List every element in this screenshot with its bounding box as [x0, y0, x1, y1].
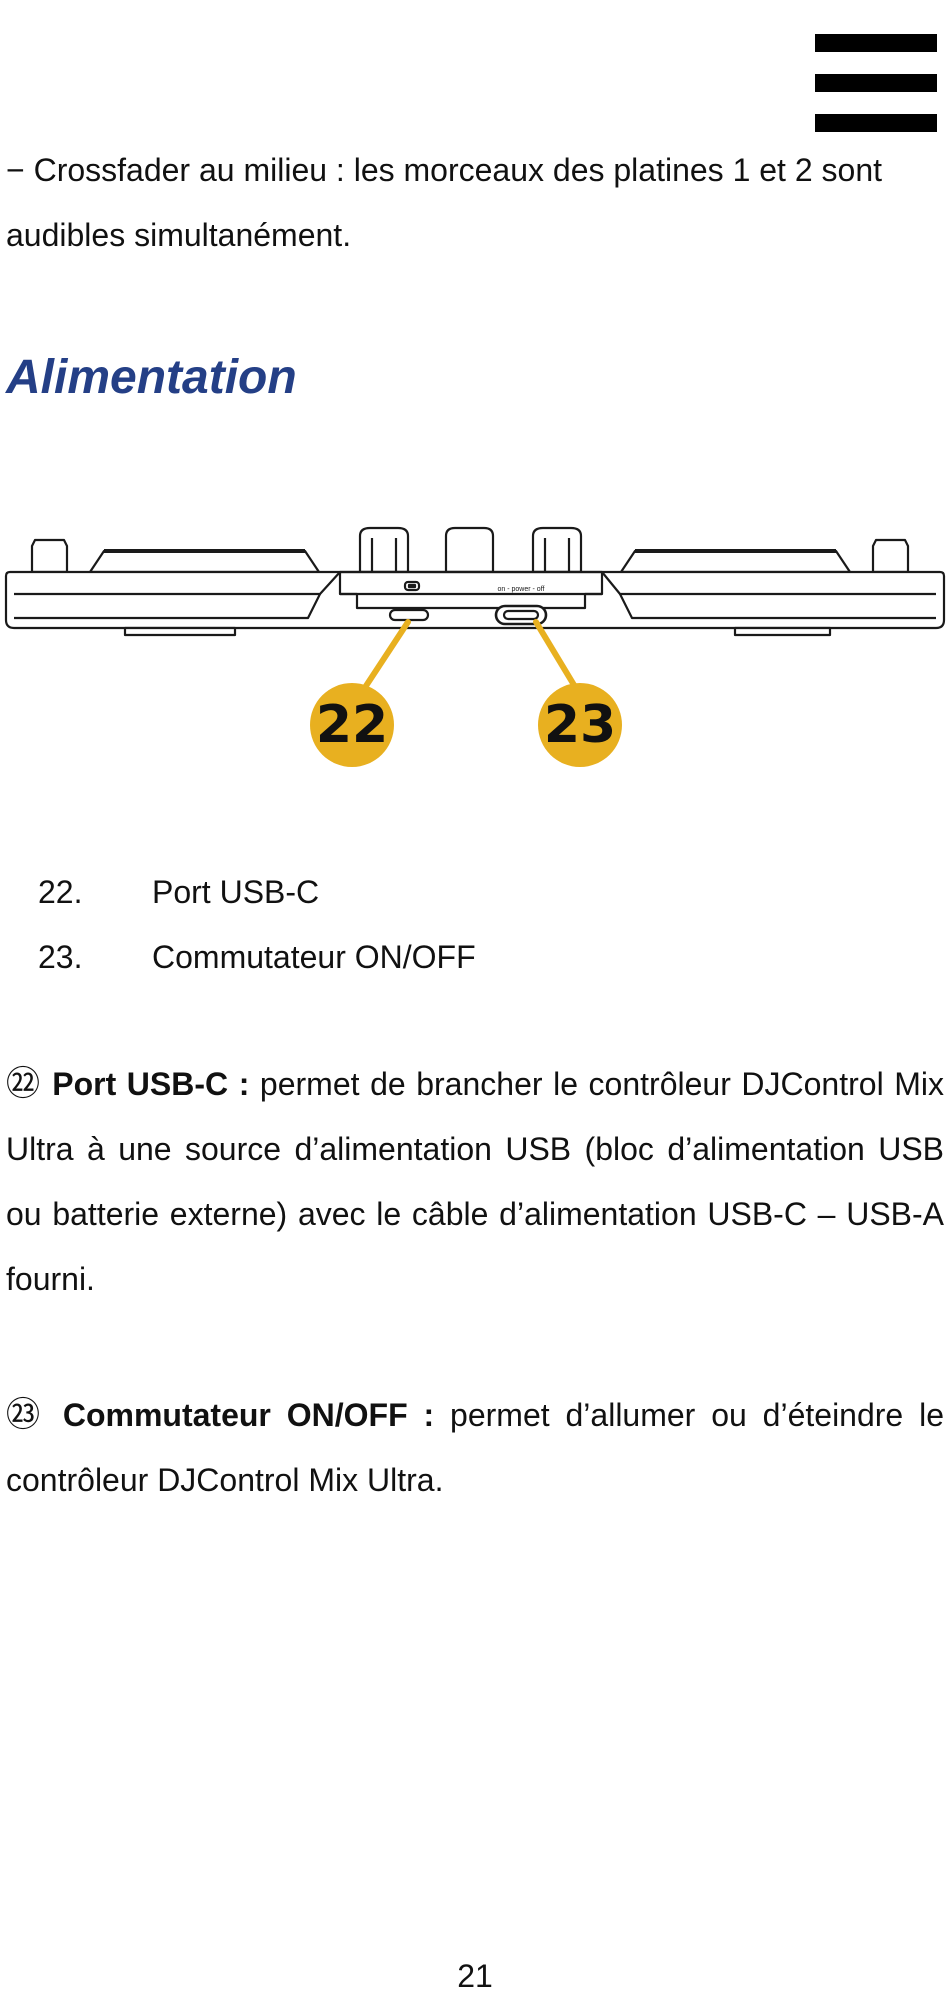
description-term: Port USB-C :	[52, 1066, 250, 1102]
description-term: Commutateur ON/OFF :	[62, 1397, 435, 1433]
menu-icon[interactable]	[815, 34, 937, 134]
list-item-label: Port USB-C	[152, 874, 320, 910]
menu-icon-bar	[815, 114, 937, 132]
callout-23-label: 23	[544, 695, 616, 755]
page-number: 21	[457, 1958, 493, 1994]
menu-icon-bar	[815, 34, 937, 52]
left-jog-wheel	[88, 549, 321, 574]
right-foot-knob	[871, 538, 910, 574]
controller-body	[4, 570, 946, 630]
usb-c-port	[388, 608, 430, 622]
description-usb-c: ㉒ Port USB-C : permet de brancher le con…	[6, 1052, 944, 1312]
description-marker: ㉒	[6, 1064, 42, 1104]
panel-label: on - power - off	[498, 586, 545, 593]
list-item-label: Commutateur ON/OFF	[152, 939, 476, 975]
center-knob-left	[358, 526, 410, 574]
description-text: permet d’allumer ou d’éteindre le contrô…	[6, 1397, 944, 1498]
center-knob-right	[531, 526, 583, 574]
description-power-switch: ㉓ Commutateur ON/OFF : permet d’allumer …	[6, 1383, 944, 1513]
section-title: Alimentation	[6, 351, 297, 404]
menu-icon-bar	[815, 74, 937, 92]
list-item: 22. Port USB-C	[38, 860, 476, 925]
center-knob-middle	[444, 526, 495, 574]
callout-23-circle	[538, 683, 622, 767]
legend-list: 22. Port USB-C 23. Commutateur ON/OFF	[38, 860, 476, 990]
list-item: 23. Commutateur ON/OFF	[38, 925, 476, 990]
controller-rear-diagram: on - power - off 22 23	[4, 526, 946, 767]
callout-22-label: 22	[316, 695, 388, 755]
right-jog-wheel	[619, 549, 852, 574]
callout-22-circle	[310, 683, 394, 767]
left-foot-knob	[30, 538, 69, 574]
list-item-number: 23.	[38, 939, 83, 975]
description-marker: ㉓	[6, 1395, 47, 1435]
list-item-number: 22.	[38, 874, 83, 910]
description-text: permet de brancher le contrôleur DJContr…	[6, 1066, 944, 1297]
intro-paragraph: − Crossfader au milieu : les morceaux de…	[6, 152, 882, 253]
